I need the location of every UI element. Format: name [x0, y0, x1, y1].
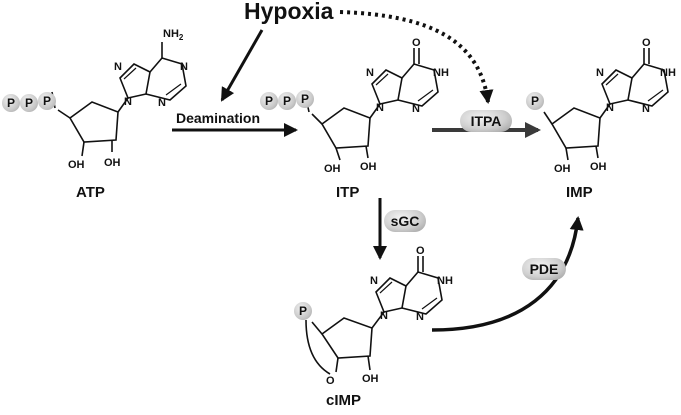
atp-name-label: ATP	[76, 184, 105, 201]
cimp-phosphate: P	[294, 302, 312, 320]
atp-n3-label: N	[158, 97, 166, 109]
pde-enzyme-pill: PDE	[522, 258, 566, 280]
cimp-to-imp-arrow	[431, 216, 584, 332]
atp-phosphate-1: P	[2, 94, 20, 112]
cimp-n3-label: N	[416, 311, 424, 323]
cimp-n9-label: N	[380, 310, 388, 322]
atp-oh1-label: OH	[68, 159, 85, 171]
itp-oh2-label: OH	[360, 161, 377, 173]
sgc-enzyme-pill: sGC	[384, 210, 426, 232]
cimp-ring-o-label: O	[326, 375, 335, 387]
imp-structure	[543, 48, 669, 161]
cimp-name-label: cIMP	[326, 392, 362, 409]
itp-name-label: ITP	[336, 184, 360, 201]
atp-phosphate-2: P	[20, 94, 38, 112]
cimp-n7-label: N	[370, 275, 378, 287]
imp-oh1-label: OH	[554, 163, 571, 175]
imp-carbonyl-label: O	[642, 37, 651, 49]
itp-n3-label: N	[412, 103, 420, 115]
imp-n7-label: N	[596, 67, 604, 79]
itp-n9-label: N	[376, 102, 384, 114]
atp-n1-label: N	[180, 61, 188, 73]
cimp-structure	[305, 256, 443, 375]
deamination-label: Deamination	[176, 110, 261, 126]
cimp-carbonyl-label: O	[416, 245, 425, 257]
atp-oh2-label: OH	[104, 157, 121, 169]
atp-phosphate-3: P	[38, 92, 56, 110]
itp-phosphate-2: P	[278, 92, 296, 110]
cimp-oh-label: OH	[362, 373, 379, 385]
itp-oh1-label: OH	[324, 163, 341, 175]
atp-n7-label: N	[114, 61, 122, 73]
atp-amine-text: NH	[163, 28, 179, 40]
hypoxia-label: Hypoxia	[244, 0, 334, 24]
itp-nh-label: NH	[433, 67, 449, 79]
imp-nh-label: NH	[660, 67, 676, 79]
itp-phosphate-1: P	[260, 92, 278, 110]
itp-carbonyl-label: O	[412, 37, 421, 49]
imp-n3-label: N	[642, 103, 650, 115]
imp-name-label: IMP	[566, 184, 593, 201]
imp-phosphate: P	[526, 92, 544, 110]
atp-n9-label: N	[124, 96, 132, 108]
hypoxia-to-itpa-dotted-arrow	[339, 10, 494, 104]
atp-amine-label-html: NH2	[163, 28, 183, 42]
imp-oh2-label: OH	[590, 161, 607, 173]
itpa-enzyme-pill: ITPA	[460, 110, 512, 132]
itp-n7-label: N	[366, 67, 374, 79]
imp-n9-label: N	[606, 102, 614, 114]
atp-amine-subscript: 2	[178, 33, 184, 43]
cimp-nh-label: NH	[437, 275, 453, 287]
hypoxia-to-deamination-arrow	[220, 29, 264, 102]
itp-phosphate-3: P	[296, 90, 314, 108]
